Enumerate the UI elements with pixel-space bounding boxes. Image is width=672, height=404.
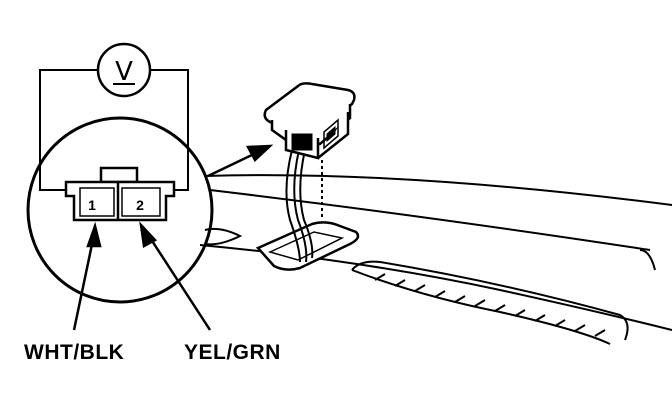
wire-harness: [285, 149, 323, 263]
wire-label-yel-grn: YEL/GRN: [184, 341, 281, 364]
meter-symbol: V: [115, 57, 133, 87]
connector-face: [64, 166, 176, 222]
switch-opening: [255, 221, 360, 271]
switch-component: [263, 82, 356, 160]
wire-pointer-arrows: [72, 221, 212, 331]
pin-2-label: 2: [136, 197, 144, 213]
detail-callout-arrow: [207, 144, 274, 178]
detail-magnifier-circle: [26, 116, 214, 304]
pin-1-label: 1: [88, 197, 96, 213]
wire-label-wht-blk: WHT/BLK: [24, 341, 125, 364]
voltmeter-icon: V: [96, 42, 152, 98]
